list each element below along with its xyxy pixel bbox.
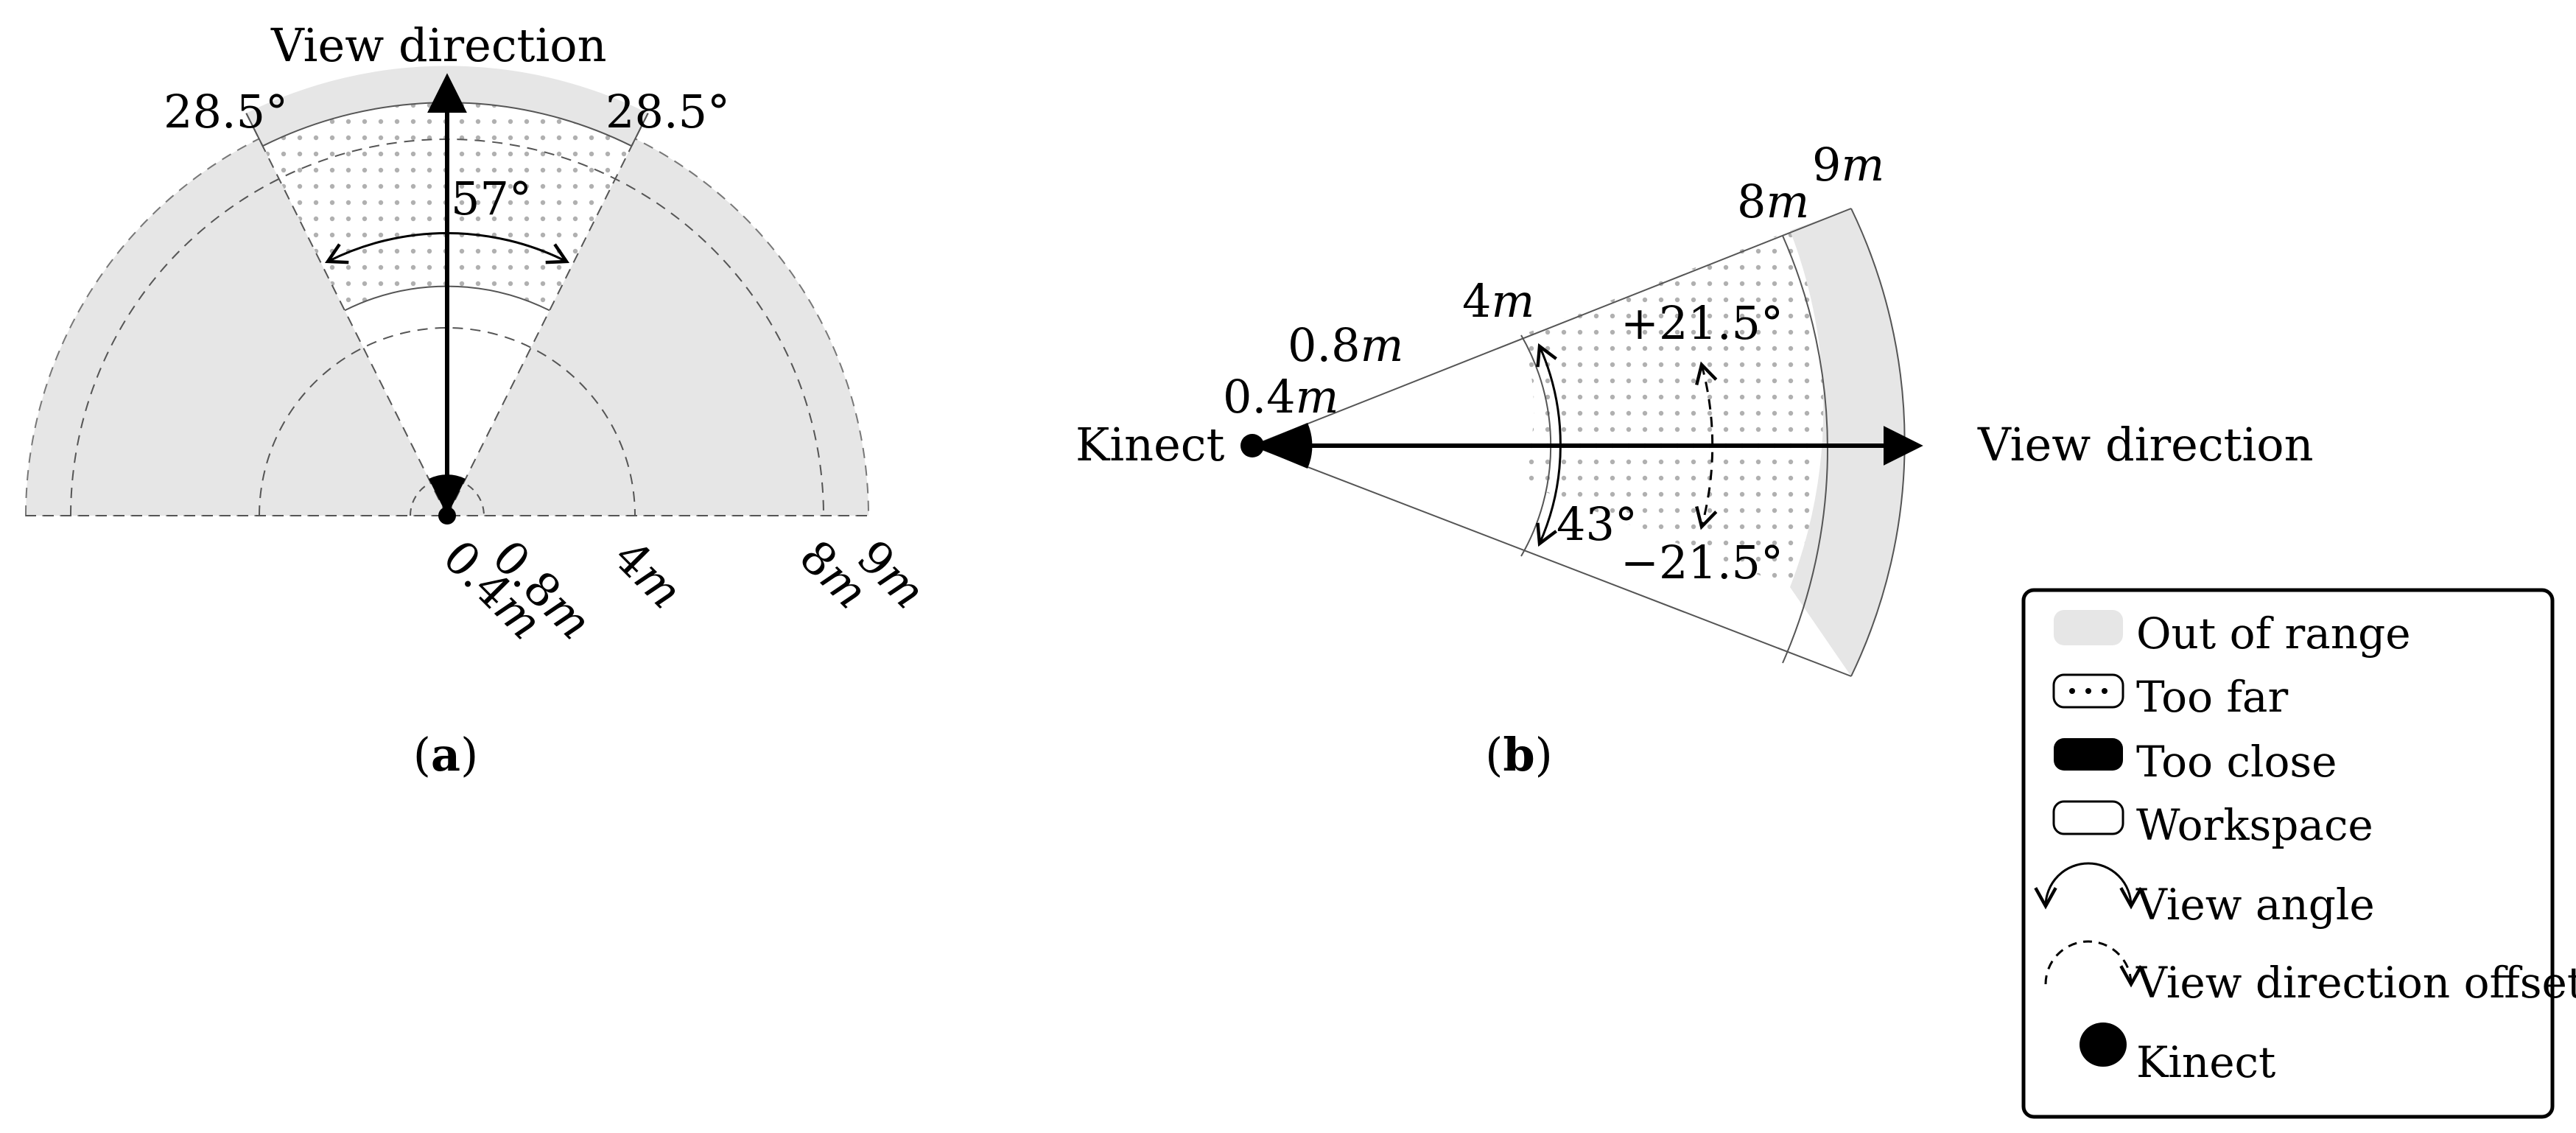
angle-left-label: 28.5° [164,85,288,138]
caption-a: (a) [413,728,479,782]
out-of-range-ring-b [1790,208,1905,676]
out-of-range-ring [246,66,648,147]
dist-8-label-b: 8m [1737,175,1809,228]
kinect-dot-a [438,507,456,525]
dashed-arc-arrow-icon [2044,940,2143,988]
angle-right-label: 28.5° [606,85,730,138]
svg-text:View direction offset: View direction offset [2135,958,2576,1008]
kinect-dot-icon [2080,1022,2127,1067]
legend-item-too-close: Too close [2054,737,2337,787]
view-angle-arrow-b [1536,343,1562,547]
dist-4-label-a: 4m [603,530,692,619]
legend-item-too-far: Too far [2052,672,2289,722]
svg-text:Kinect: Kinect [2136,1037,2275,1087]
svg-text:Workspace: Workspace [2136,800,2373,850]
view-direction-label-b: View direction [1977,418,2314,471]
dist-9-label-a: 9m [846,530,936,619]
dist-9-label-b: 9m [1812,138,1884,192]
view-angle-label-a: 57° [451,172,532,225]
legend-item-view-angle: View angle [2034,862,2375,930]
kinect-label-b: Kinect [1075,418,1224,471]
legend-item-view-direction-offset: View direction offset [2044,940,2576,1008]
legend-item-out-of-range: Out of range [2054,608,2411,659]
too-far-sector-b [1521,231,1824,587]
black-swatch-icon [2054,738,2123,771]
svg-text:Too close: Too close [2136,737,2337,787]
legend-item-workspace: Workspace [2052,800,2373,850]
view-direction-offset-arrow [1695,361,1718,530]
svg-text:Out of range: Out of range [2136,608,2411,659]
legend: Out of range Too far Too close Workspace… [2021,588,2576,1119]
solid-arc-arrow-icon [2034,862,2143,910]
white-swatch-icon [2052,800,2124,835]
offset-minus-label: −21.5° [1621,536,1783,589]
svg-text:View angle: View angle [2135,880,2375,930]
dist-04-label-b: 0.4m [1223,370,1338,424]
view-angle-arrow-a [324,231,570,264]
svg-text:Too far: Too far [2136,672,2289,722]
dist-08-label-b: 0.8m [1288,318,1403,372]
gray-swatch-icon [2054,610,2123,645]
view-angle-label-b: 43° [1557,497,1638,551]
legend-item-kinect: Kinect [2080,1022,2275,1087]
caption-b: (b) [1485,728,1553,782]
panel-b: Kinect View direction 0.4m 0.8m 4m 8m 9m… [1075,138,2314,782]
kinect-dot-b [1240,434,1264,457]
view-direction-label-a: View direction [270,18,607,72]
dist-4-label-b: 4m [1462,274,1534,328]
panel-a: View direction 28.5° 28.5° 57° 0.4m 0.8m… [24,18,936,782]
legend-box [2021,588,2555,1119]
offset-plus-label: +21.5° [1621,296,1783,350]
